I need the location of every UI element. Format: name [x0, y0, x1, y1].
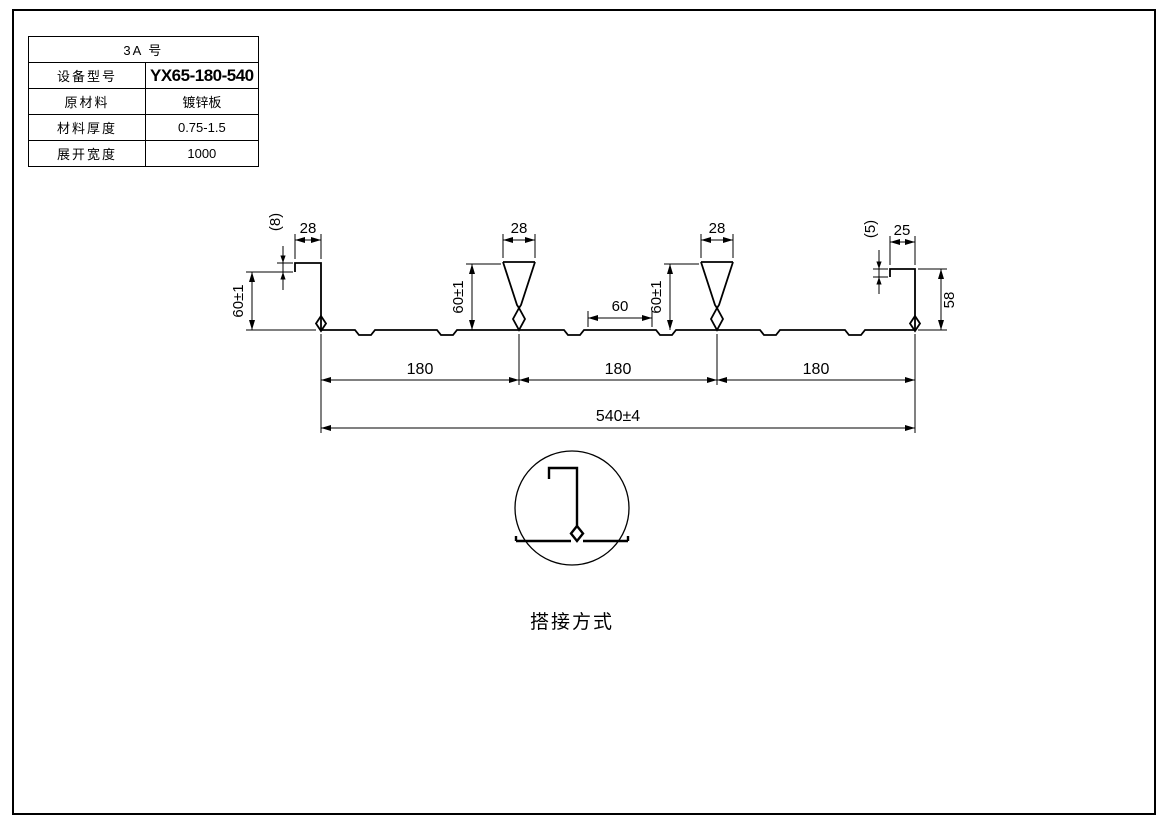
rib1-base-interlock	[511, 306, 527, 332]
drawing-number: 3A 号	[28, 36, 259, 63]
deck-section-profile	[294, 261, 922, 336]
dim-rib1-height: 60±1	[450, 280, 467, 313]
rib1-left-side	[502, 261, 520, 309]
left-edge-web	[294, 262, 322, 330]
overlap-joint-profile	[514, 466, 630, 543]
flange-panel-1	[321, 329, 519, 336]
dim-overall-width: 540±4	[596, 408, 640, 425]
dim-left-hook-width: 28	[300, 220, 317, 237]
dim-right-height: 58	[941, 292, 958, 309]
dimension-lines	[249, 237, 944, 431]
spec-value-material: 镀锌板	[145, 88, 259, 115]
rib2-right-side	[716, 261, 734, 309]
spec-value-model: YX65-180-540	[145, 62, 259, 89]
right-base-interlock	[908, 314, 922, 333]
detail-circle	[514, 450, 630, 566]
dim-right-hook-height: (5)	[862, 220, 879, 238]
dim-rib2-width: 28	[709, 220, 726, 237]
rib2-base-interlock	[709, 306, 725, 332]
dim-right-hook-width: 25	[894, 222, 911, 239]
drawing-border	[12, 9, 1156, 815]
spec-label-thickness: 材料厚度	[28, 114, 146, 141]
flange-panel-2	[519, 329, 717, 336]
overlap-caption: 搭接方式	[530, 611, 614, 633]
dim-rib2-height: 60±1	[648, 280, 665, 313]
dim-left-height: 60±1	[230, 284, 247, 317]
right-edge-web	[889, 268, 916, 330]
dim-left-hook-height: (8)	[267, 213, 284, 231]
overlap-detail: 搭接方式	[514, 450, 630, 633]
rib1-right-side	[518, 261, 536, 309]
extension-lines	[246, 234, 947, 433]
dim-pitch-2: 180	[605, 361, 632, 378]
rib2-left-side	[700, 261, 718, 309]
dimensions: 180 180 180 540±4 28 (8) 60±1 28 60±1 60…	[230, 213, 958, 433]
spec-label-material: 原材料	[28, 88, 146, 115]
flange-panel-3	[717, 329, 915, 336]
dim-rib1-width: 28	[511, 220, 528, 237]
dim-pitch-3: 180	[803, 361, 830, 378]
left-base-interlock	[314, 314, 328, 333]
spec-value-thickness: 0.75-1.5	[145, 114, 259, 141]
spec-table: 3A 号 设备型号 YX65-180-540 原材料 镀锌板 材料厚度 0.75…	[28, 36, 259, 167]
dim-pitch-1: 180	[407, 361, 434, 378]
dim-center-flat: 60	[612, 298, 629, 315]
spec-label-model: 设备型号	[28, 62, 146, 89]
spec-label-width: 展开宽度	[28, 140, 146, 167]
spec-value-width: 1000	[145, 140, 259, 167]
